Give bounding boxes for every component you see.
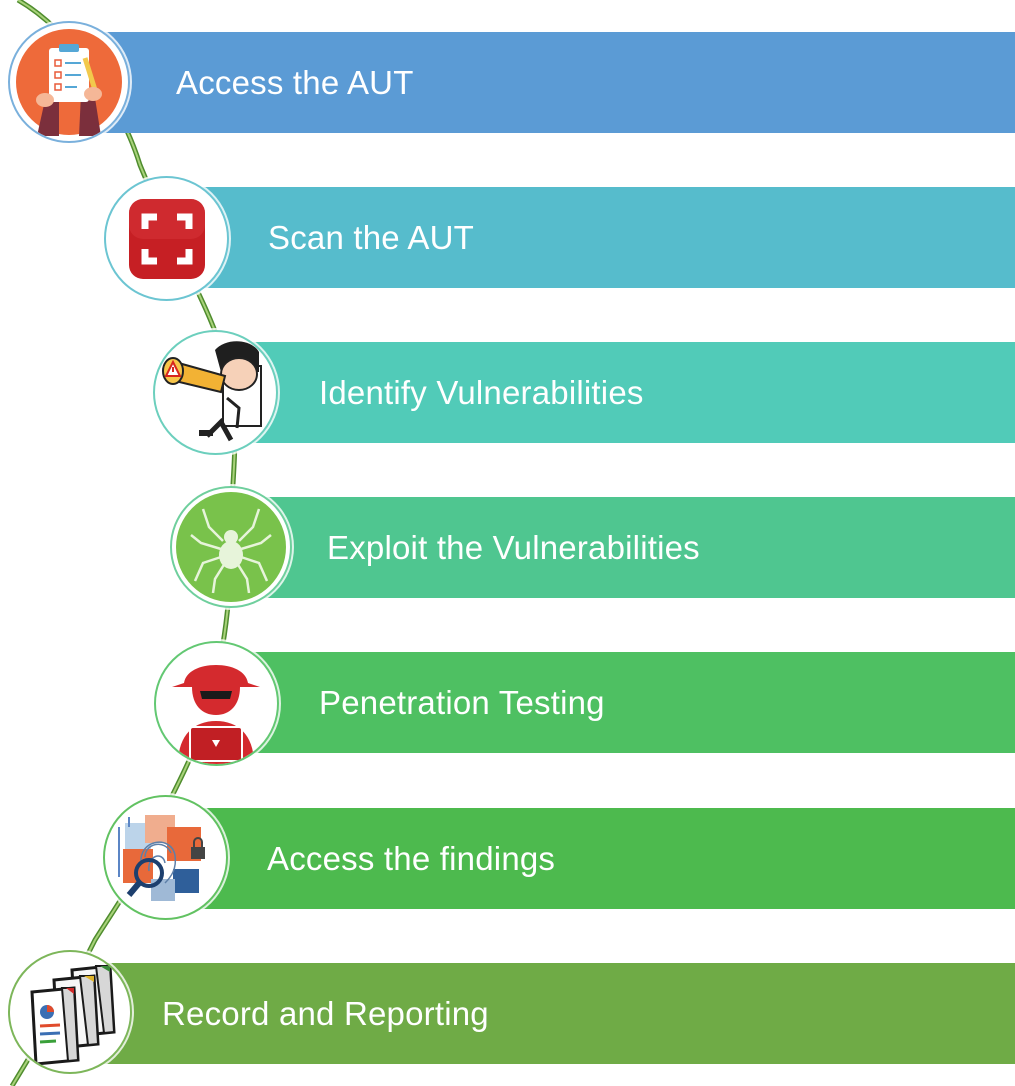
fingerprint-search-icon: [118, 815, 205, 901]
step-6-label: Access the findings: [267, 839, 556, 877]
step-2-icon-circle: [104, 176, 229, 301]
step-4-label: Exploit the Vulnerabilities: [327, 528, 700, 566]
spider-icon: [176, 492, 286, 602]
step-4-band: Exploit the Vulnerabilities: [235, 497, 1015, 598]
step-5-label: Penetration Testing: [319, 683, 605, 721]
step-2-band: Scan the AUT: [165, 187, 1015, 288]
step-1-band: Access the AUT: [70, 32, 1015, 133]
step-4-icon-circle: [170, 486, 292, 608]
step-3-icon-circle: [153, 330, 278, 455]
step-7-band: Record and Reporting: [70, 963, 1015, 1064]
step-6-band: Access the findings: [165, 808, 1015, 909]
hacker-icon: [172, 665, 260, 764]
step-3-label: Identify Vulnerabilities: [319, 373, 644, 411]
step-7-label: Record and Reporting: [162, 994, 489, 1032]
step-6-icon-circle: [103, 795, 228, 920]
step-5-icon-circle: [154, 641, 279, 766]
step-2-label: Scan the AUT: [268, 218, 475, 256]
step-1-icon-circle: [8, 21, 130, 143]
telescope-warning-icon: [162, 341, 262, 442]
reports-icon: [30, 964, 116, 1066]
step-3-band: Identify Vulnerabilities: [215, 342, 1015, 443]
step-1-label: Access the AUT: [176, 63, 414, 101]
scan-icon: [128, 198, 205, 279]
checklist-icon: [16, 29, 122, 136]
step-5-band: Penetration Testing: [219, 652, 1015, 753]
step-7-icon-circle: [8, 950, 132, 1074]
